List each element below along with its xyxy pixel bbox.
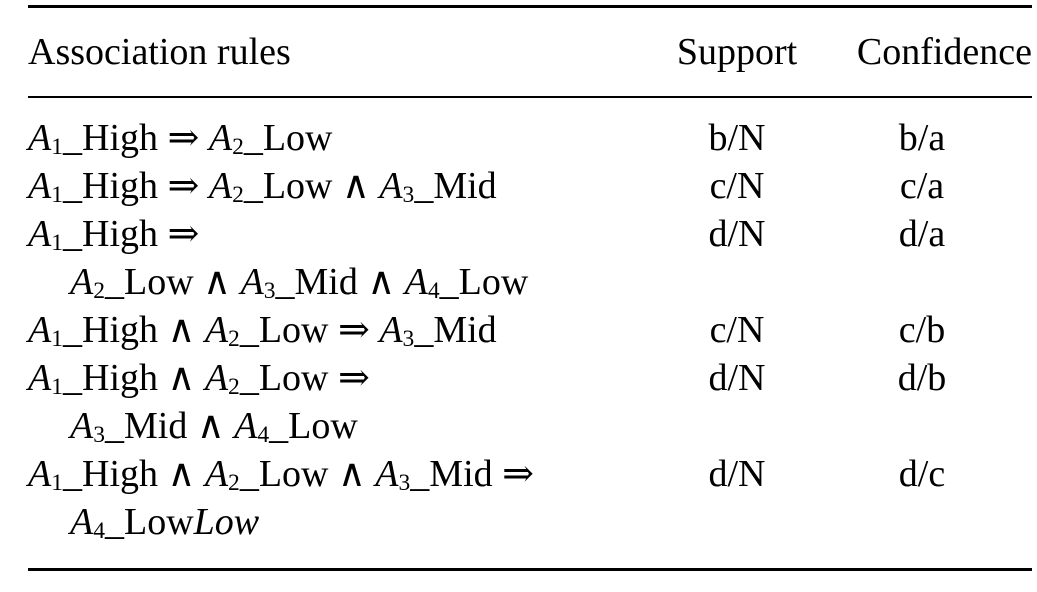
- table-row: A1_High ∧ A2_Low ⇒ A3_Mid ∧ A4_Low d/N d…: [28, 354, 1032, 450]
- confidence-cell: d/b: [897, 357, 947, 399]
- rule-line: A1_High ∧ A2_Low ⇒: [28, 357, 370, 401]
- rule-line: A1_High ⇒ A2_Low: [28, 117, 333, 161]
- math-subscript: 1: [51, 134, 63, 161]
- math-variable: A: [240, 261, 264, 303]
- math-variable: A: [70, 501, 94, 543]
- math-subscript: 2: [228, 374, 240, 401]
- confidence-cell: d/c: [898, 453, 946, 495]
- table-row: A1_High ⇒ A2_Low b/N b/a: [28, 114, 1032, 162]
- confidence-cell: c/a: [899, 165, 945, 207]
- math-italic-text: Low: [193, 501, 260, 543]
- math-subscript: 4: [93, 518, 105, 545]
- math-variable: A: [28, 357, 52, 399]
- math-subscript: 3: [398, 470, 411, 497]
- math-subscript: 2: [232, 182, 244, 209]
- math-subscript: 1: [51, 326, 63, 353]
- rule-cell: A1_High ∧ A2_Low ⇒ A3_Mid ∧ A4_Low: [28, 354, 662, 450]
- math-subscript: 4: [427, 278, 440, 305]
- column-header-confidence: Confidence: [856, 31, 1032, 73]
- math-subscript: 2: [228, 470, 240, 497]
- table-header-rule: [28, 96, 1032, 98]
- table-row: A1_High ∧ A2_Low ⇒ A3_Mid c/N c/b: [28, 306, 1032, 354]
- rule-cell: A1_High ⇒ A2_Low ∧ A3_Mid: [28, 162, 662, 210]
- confidence-cell: b/a: [898, 117, 946, 159]
- rule-line-continuation: A4_LowLow: [70, 501, 260, 545]
- math-subscript: 2: [93, 278, 105, 305]
- math-variable: A: [375, 453, 399, 495]
- math-variable: A: [204, 309, 229, 351]
- rule-cell: A1_High ⇒ A2_Low ∧ A3_Mid ∧ A4_Low: [28, 210, 662, 306]
- math-variable: A: [379, 309, 403, 351]
- math-variable: A: [28, 309, 52, 351]
- math-subscript: 1: [51, 182, 63, 209]
- rule-cell: A1_High ∧ A2_Low ⇒ A3_Mid: [28, 306, 662, 354]
- math-variable: A: [208, 117, 233, 159]
- table-top-rule: [28, 5, 1032, 8]
- math-variable: A: [28, 453, 52, 495]
- math-subscript: 1: [51, 470, 63, 497]
- rule-line: A1_High ∧ A2_Low ∧ A3_Mid ⇒: [28, 453, 534, 497]
- math-subscript: 3: [263, 278, 276, 305]
- rule-line: A1_High ∧ A2_Low ⇒ A3_Mid: [28, 309, 497, 353]
- rule-line-continuation: A2_Low ∧ A3_Mid ∧ A4_Low: [70, 261, 529, 305]
- support-cell: b/N: [708, 117, 766, 159]
- rule-line-continuation: A3_Mid ∧ A4_Low: [70, 405, 358, 449]
- math-subscript: 4: [257, 422, 270, 449]
- math-variable: A: [70, 261, 94, 303]
- math-variable: A: [28, 117, 52, 159]
- math-subscript: 3: [402, 182, 415, 209]
- table-header-row: Association rules Support Confidence: [28, 8, 1032, 96]
- table-bottom-rule: [28, 568, 1032, 571]
- table-row: A1_High ⇒ A2_Low ∧ A3_Mid c/N c/a: [28, 162, 1032, 210]
- math-subscript: 3: [402, 326, 415, 353]
- column-header-rules: Association rules: [28, 31, 291, 73]
- math-subscript: 2: [232, 134, 244, 161]
- math-variable: A: [204, 453, 229, 495]
- support-cell: d/N: [708, 453, 766, 495]
- confidence-cell: d/a: [898, 213, 946, 255]
- table-body: A1_High ⇒ A2_Low b/N b/a A1_High ⇒ A2_Lo…: [28, 98, 1032, 568]
- math-subscript: 2: [228, 326, 240, 353]
- math-variable: A: [28, 213, 52, 255]
- support-cell: d/N: [708, 213, 766, 255]
- confidence-cell: c/b: [898, 309, 946, 351]
- math-subscript: 1: [51, 374, 63, 401]
- rule-cell: A1_High ∧ A2_Low ∧ A3_Mid ⇒ A4_LowLow: [28, 450, 662, 546]
- association-rules-table: Association rules Support Confidence A1_…: [28, 5, 1032, 571]
- math-variable: A: [28, 165, 52, 207]
- math-variable: A: [204, 357, 229, 399]
- math-variable: A: [404, 261, 428, 303]
- math-subscript: 1: [51, 230, 63, 257]
- rule-line: A1_High ⇒: [28, 213, 200, 257]
- math-variable: A: [208, 165, 233, 207]
- support-cell: c/N: [709, 309, 765, 351]
- math-variable: A: [379, 165, 403, 207]
- table-row: A1_High ⇒ A2_Low ∧ A3_Mid ∧ A4_Low d/N d…: [28, 210, 1032, 306]
- column-header-support: Support: [676, 31, 798, 73]
- math-variable: A: [70, 405, 94, 447]
- rule-cell: A1_High ⇒ A2_Low: [28, 114, 662, 162]
- rule-line: A1_High ⇒ A2_Low ∧ A3_Mid: [28, 165, 497, 209]
- table-row: A1_High ∧ A2_Low ∧ A3_Mid ⇒ A4_LowLow d/…: [28, 450, 1032, 546]
- math-subscript: 3: [93, 422, 105, 449]
- support-cell: d/N: [708, 357, 766, 399]
- support-cell: c/N: [709, 165, 765, 207]
- math-variable: A: [234, 405, 258, 447]
